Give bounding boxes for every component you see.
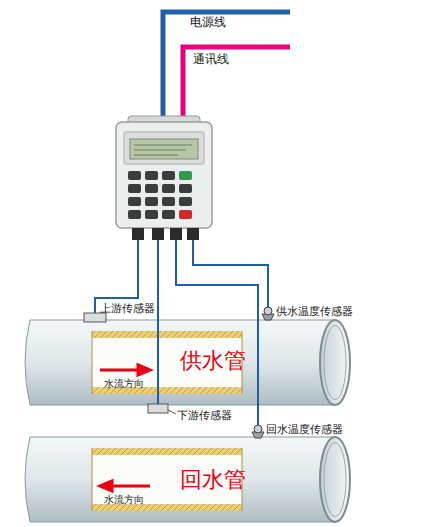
keypad-key [145, 184, 158, 193]
pipe-name: 供水管 [180, 348, 246, 373]
keypad-key [128, 197, 141, 206]
flow-direction-label: 水流方向 [104, 495, 144, 506]
wire-label: 电源线 [190, 16, 226, 30]
keypad-key [128, 184, 141, 193]
keypad-key [128, 171, 141, 180]
cable-gland [170, 228, 182, 240]
sensor-label: 回水温度传感器 [266, 423, 343, 435]
cable-gland [187, 228, 199, 240]
keypad-key [145, 197, 158, 206]
pipe-section: 供水管水流方向 [30, 320, 335, 405]
keypad-key [179, 184, 192, 193]
sensor-wire [157, 240, 159, 404]
keypad-key [145, 171, 158, 180]
return-pipe [25, 437, 350, 522]
flowmeter-housing [116, 116, 212, 240]
pipe-name: 回水管 [180, 467, 246, 492]
wire-label: 通讯线 [193, 53, 229, 67]
keypad-key [145, 210, 158, 219]
supply-temp-sensor [262, 307, 274, 320]
downstream-sensor [148, 404, 168, 413]
sensor-wire [193, 240, 268, 308]
flow-arrow [100, 365, 150, 375]
keypad-key [162, 171, 175, 180]
leader-line [168, 410, 176, 414]
keypad-key [128, 210, 141, 219]
keypad-key [162, 184, 175, 193]
keypad-key [179, 171, 192, 180]
sensor-label: 下游传感器 [177, 409, 232, 421]
sensor-wire [176, 240, 258, 430]
upstream-sensor [84, 313, 106, 322]
cable-gland [132, 228, 144, 240]
supply-pipe [25, 320, 350, 405]
cable-gland [152, 228, 164, 240]
keypad-key [179, 197, 192, 206]
power-wire [163, 12, 290, 122]
comm-wire [183, 47, 290, 122]
sensor-label: 上游传感器 [100, 302, 155, 314]
sensor-label: 供水温度传感器 [276, 305, 353, 317]
keypad-key [162, 197, 175, 206]
flow-arrow [100, 481, 150, 491]
pipe-section: 回水管水流方向 [30, 437, 335, 522]
keypad-key [179, 210, 192, 219]
return-temp-sensor [252, 425, 264, 438]
flow-direction-label: 水流方向 [104, 379, 144, 390]
keypad-key [162, 210, 175, 219]
